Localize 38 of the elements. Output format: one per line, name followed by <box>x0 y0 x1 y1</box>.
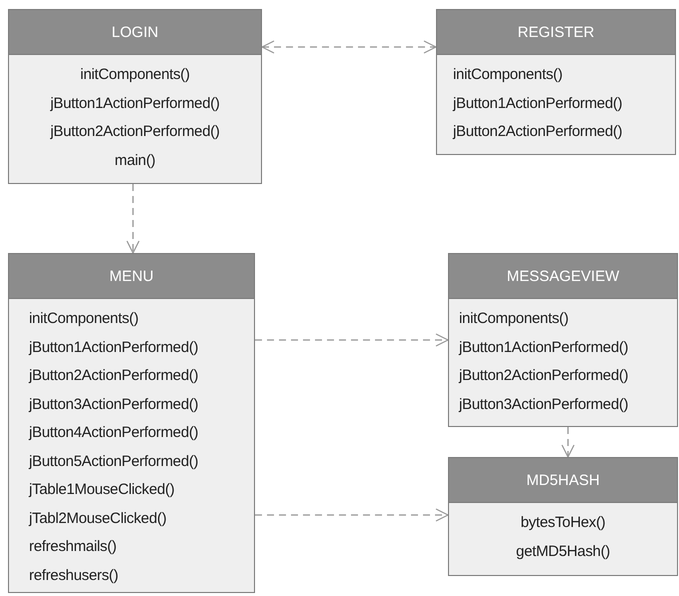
class-box <box>448 457 678 576</box>
method-name: jButton1ActionPerformed() <box>453 94 622 114</box>
class-box <box>8 9 262 184</box>
method-name: jTabl2MouseClicked() <box>29 508 166 528</box>
method-name: initComponents() <box>29 309 138 329</box>
class-box <box>8 253 255 593</box>
method-name: jButton5ActionPerformed() <box>29 452 198 472</box>
method-name: refreshusers() <box>29 566 118 586</box>
method-name: jButton3ActionPerformed() <box>459 394 628 414</box>
dependency-arrow <box>561 427 575 458</box>
method-name: initComponents() <box>80 65 190 85</box>
class-name-header: MD5HASH <box>449 458 677 503</box>
dependency-arrow <box>126 184 140 254</box>
method-name: jButton2ActionPerformed() <box>29 366 198 386</box>
dependency-arrow <box>261 40 437 54</box>
class-name-header: MESSAGEVIEW <box>449 254 677 299</box>
method-name: jButton2ActionPerformed() <box>453 122 622 142</box>
class-box <box>448 253 678 427</box>
method-name: jButton1ActionPerformed() <box>29 338 198 358</box>
method-name: main() <box>114 150 156 170</box>
class-name-header: MENU <box>9 254 254 299</box>
method-name: getMD5Hash() <box>516 542 610 562</box>
method-name: refreshmails() <box>29 537 116 557</box>
class-name-header: REGISTER <box>437 10 675 55</box>
dependency-arrow <box>255 333 449 347</box>
method-name: jButton3ActionPerformed() <box>29 394 198 414</box>
method-name: jButton4ActionPerformed() <box>29 423 198 443</box>
class-box <box>436 9 676 155</box>
method-name: jButton1ActionPerformed() <box>459 338 628 358</box>
method-name: jButton2ActionPerformed() <box>459 366 628 386</box>
method-name: jButton2ActionPerformed() <box>50 122 220 142</box>
dependency-arrow <box>255 508 449 522</box>
method-name: bytesToHex() <box>520 513 606 533</box>
method-name: jButton1ActionPerformed() <box>50 94 220 114</box>
class-name-header: LOGIN <box>9 10 261 55</box>
method-name: jTable1MouseClicked() <box>29 480 174 500</box>
method-name: initComponents() <box>453 65 562 85</box>
method-name: initComponents() <box>459 309 568 329</box>
